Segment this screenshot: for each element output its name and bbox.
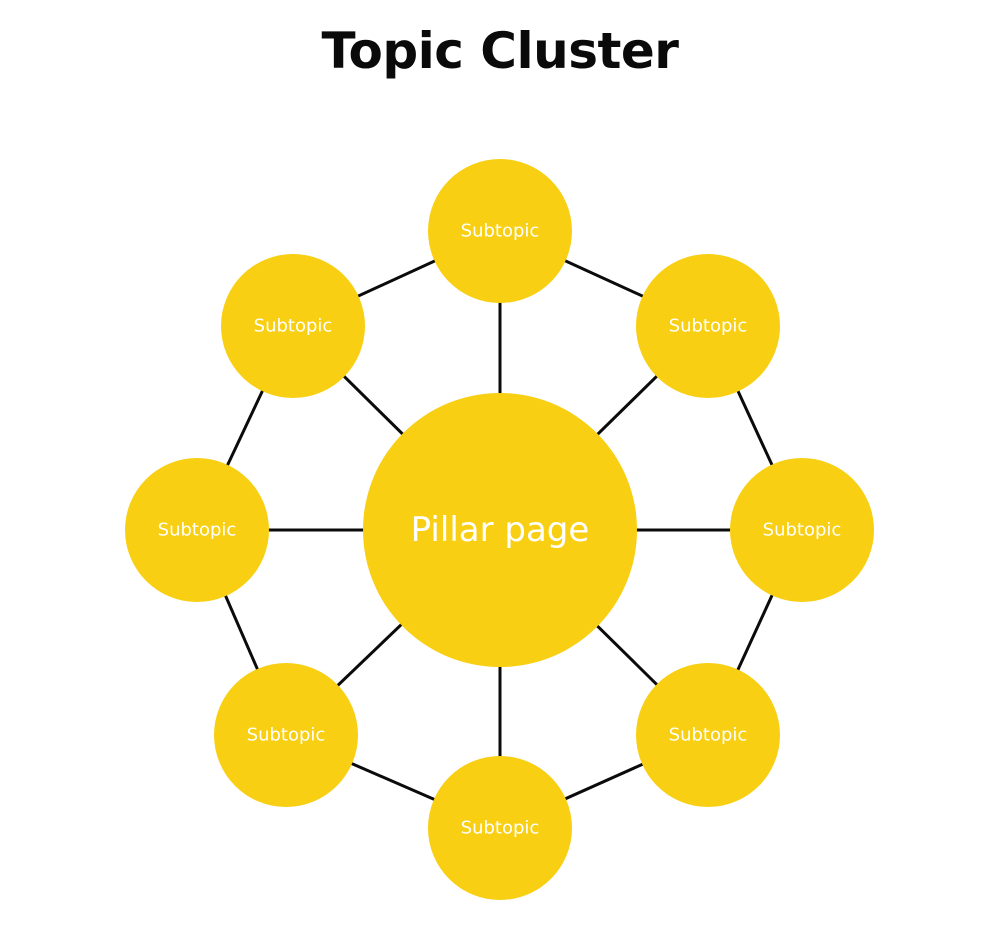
subtopic-node-bottom-left-label: Subtopic [247,725,326,746]
subtopic-node-bottom: Subtopic [428,756,572,900]
subtopic-node-left-circle [125,458,269,602]
subtopic-node-right: Subtopic [730,458,874,602]
diagram-title: Topic Cluster [321,22,679,80]
subtopic-node-bottom-label: Subtopic [461,818,540,839]
subtopic-node-bottom-right: Subtopic [636,663,780,807]
subtopic-node-right-label: Subtopic [763,520,842,541]
subtopic-node-top-label: Subtopic [461,221,540,242]
subtopic-node-bottom-right-label: Subtopic [669,725,748,746]
subtopic-node-top-left-label: Subtopic [254,316,333,337]
subtopic-node-left: Subtopic [125,458,269,602]
subtopic-node-top-right: Subtopic [636,254,780,398]
pillar-page-node-label: Pillar page [411,510,590,550]
subtopic-node-right-circle [730,458,874,602]
subtopic-node-bottom-right-circle [636,663,780,807]
subtopic-node-top-left-circle [221,254,365,398]
subtopic-node-top-circle [428,159,572,303]
subtopic-node-top-left: Subtopic [221,254,365,398]
subtopic-node-top-right-circle [636,254,780,398]
subtopic-node-top-right-label: Subtopic [669,316,748,337]
subtopic-node-top: Subtopic [428,159,572,303]
subtopic-node-bottom-left: Subtopic [214,663,358,807]
subtopic-node-left-label: Subtopic [158,520,237,541]
pillar-page-node: Pillar page [363,393,637,667]
subtopic-node-bottom-left-circle [214,663,358,807]
nodes-layer: Pillar pageSubtopicSubtopicSubtopicSubto… [125,159,874,900]
subtopic-node-bottom-circle [428,756,572,900]
pillar-page-node-circle [363,393,637,667]
